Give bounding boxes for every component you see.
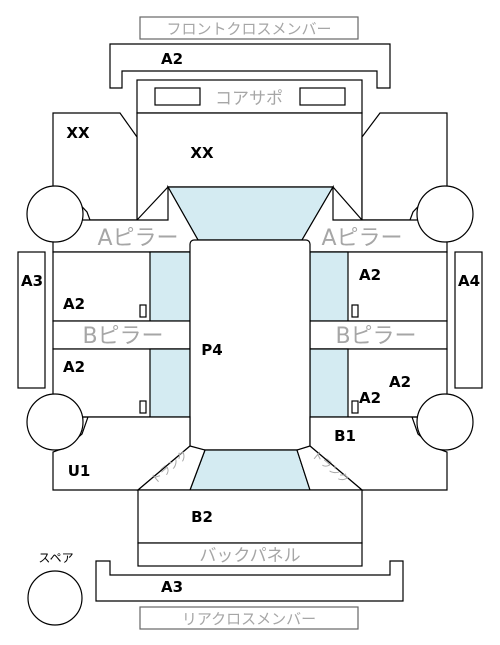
right-rear-door-inner-rating: A2 — [359, 389, 381, 407]
front-cross-member-label: フロントクロスメンバー — [166, 20, 331, 38]
right-side-sill — [454, 251, 483, 389]
right-quarter-panel — [309, 416, 448, 491]
front-bumper — [109, 43, 391, 89]
rear-left-wheel — [26, 393, 84, 451]
roof-rating: P4 — [201, 341, 222, 359]
right-front-door-rating: A2 — [359, 266, 381, 284]
right-b-pillar — [309, 320, 448, 350]
back-panel-label: バックパネル — [199, 546, 300, 566]
front-cross-rating: A2 — [161, 50, 183, 68]
rear-cross-rating: A3 — [161, 578, 183, 596]
right-front-handle — [351, 304, 359, 318]
rear-window — [189, 449, 311, 491]
right-quarter-rating: B1 — [334, 427, 356, 445]
left-rear-door-rating: A2 — [63, 358, 85, 376]
left-side-sill — [17, 251, 46, 389]
front-cross-member-box — [139, 16, 359, 40]
right-rear-handle — [351, 400, 359, 414]
trunk-lid — [137, 489, 363, 544]
left-rear-window — [149, 348, 191, 418]
rear-right-wheel — [416, 393, 474, 451]
left-side-sill-rating: A3 — [21, 272, 43, 290]
left-a-pillar-label: Aピラー — [97, 226, 178, 251]
right-a-pillar-label: Aピラー — [321, 226, 402, 251]
right-rear-window — [309, 348, 349, 418]
spare-label: スペア — [38, 551, 73, 565]
right-b-pillar-label: Bピラー — [335, 324, 416, 349]
rear-cross-member-box — [139, 606, 359, 630]
rear-cross-member-label: リアクロスメンバー — [182, 610, 316, 628]
spare-tire — [27, 570, 83, 626]
front-left-wheel — [26, 185, 84, 243]
left-fender-rating: XX — [66, 124, 90, 142]
rear-bumper — [95, 560, 404, 602]
left-b-pillar-label: Bピラー — [82, 324, 163, 349]
core-support-label: コアサポ — [215, 89, 283, 109]
right-headlight — [299, 87, 346, 106]
front-right-wheel — [416, 185, 474, 243]
left-b-pillar — [52, 320, 191, 350]
left-quarter-rating: U1 — [68, 462, 91, 480]
left-front-window — [149, 251, 191, 322]
right-rear-door-outer-rating: A2 — [389, 373, 411, 391]
left-rear-handle — [139, 400, 147, 414]
left-quarter-panel — [52, 416, 191, 491]
left-headlight — [154, 87, 201, 106]
right-side-sill-rating: A4 — [458, 272, 480, 290]
back-panel — [137, 542, 363, 567]
right-front-window — [309, 251, 349, 322]
trunk-rating: B2 — [191, 508, 213, 526]
left-front-handle — [139, 304, 147, 318]
left-front-door-rating: A2 — [63, 295, 85, 313]
hood-rating: XX — [190, 144, 214, 162]
